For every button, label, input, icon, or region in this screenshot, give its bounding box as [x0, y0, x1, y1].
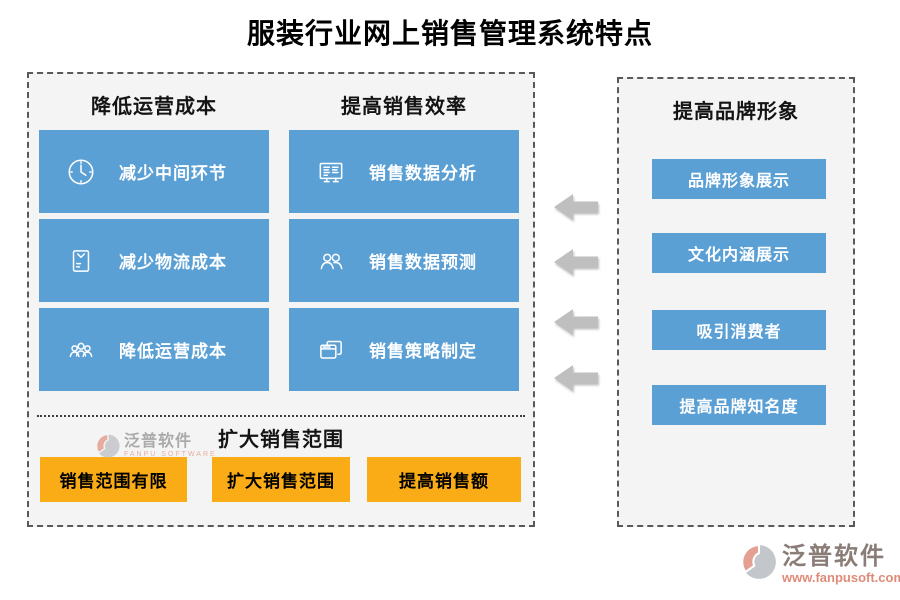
page-title: 服装行业网上销售管理系统特点 [246, 19, 653, 50]
right-panel: 提高品牌形象 品牌形象展示 文化内涵展示 吸引消费者 提高品牌知名度 [617, 77, 855, 527]
feature-label: 降低运营成本 [119, 342, 227, 361]
package-icon [65, 245, 97, 277]
left-arrow-icon [552, 191, 600, 223]
two-users-icon [315, 245, 347, 277]
windows-icon [315, 334, 347, 366]
feature-box-sales-data-forecast: 销售数据预测 [289, 219, 519, 302]
feature-label: 减少中间环节 [119, 164, 227, 183]
watermark-fanpu-bottom-right: 泛普软件 www.fanpusoft.com [740, 543, 900, 586]
orange-box-limited-sales-scope: 销售范围有限 [40, 457, 187, 502]
brand-box-image-display: 品牌形象展示 [652, 159, 826, 199]
orange-box-increase-sales: 提高销售额 [367, 457, 521, 502]
feature-label: 销售数据分析 [369, 164, 477, 183]
watermark-url-text: www.fanpusoft.com [782, 570, 900, 585]
feature-label: 销售数据预测 [369, 253, 477, 272]
left-arrow-icon [552, 362, 600, 394]
feature-box-reduce-middle-links: 减少中间环节 [39, 130, 269, 213]
feature-box-sales-strategy: 销售策略制定 [289, 308, 519, 391]
left-panel: 降低运营成本 提高销售效率 减少中间环节 减少物流成本 [27, 72, 535, 527]
watermark-brand-text: 泛普软件 [782, 543, 886, 570]
left-arrow-icon [552, 306, 600, 338]
orange-box-expand-sales-scope: 扩大销售范围 [212, 457, 350, 502]
brand-box-attract-consumers: 吸引消费者 [652, 310, 826, 350]
chart-board-icon [315, 156, 347, 188]
feature-box-reduce-logistics-costs: 减少物流成本 [39, 219, 269, 302]
feature-label: 减少物流成本 [119, 253, 227, 272]
fanpu-logo-icon [740, 543, 778, 586]
feature-label: 销售策略制定 [369, 342, 477, 361]
dotted-separator [37, 415, 525, 417]
column-header-sales-efficiency: 提高销售效率 [341, 96, 467, 118]
feature-box-sales-data-analysis: 销售数据分析 [289, 130, 519, 213]
clock-icon [65, 156, 97, 188]
brand-image-header: 提高品牌形象 [673, 101, 799, 123]
brand-box-culture-display: 文化内涵展示 [652, 233, 826, 273]
expand-sales-header: 扩大销售范围 [218, 429, 344, 451]
brand-box-brand-awareness: 提高品牌知名度 [652, 385, 826, 425]
column-header-reduce-costs: 降低运营成本 [91, 96, 217, 118]
feature-box-lower-operating-costs: 降低运营成本 [39, 308, 269, 391]
users-group-icon [65, 334, 97, 366]
left-arrow-icon [552, 246, 600, 278]
